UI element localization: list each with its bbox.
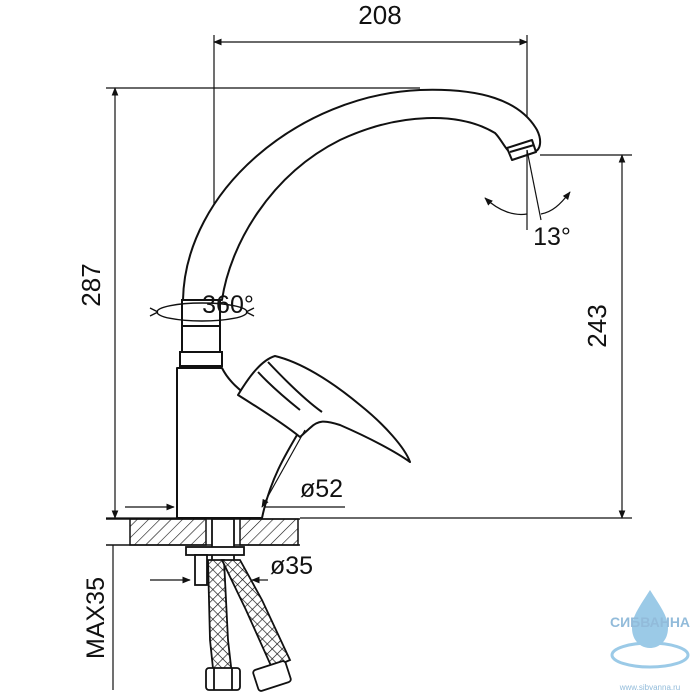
watermark-url: www.sibvanna.ru bbox=[619, 683, 680, 692]
dimension-base-diameter bbox=[125, 429, 345, 511]
swivel-collar bbox=[179, 299, 223, 367]
spout-angle-label: 13° bbox=[533, 223, 571, 251]
brand-watermark: СИБВАННА www.sibvanna.ru bbox=[610, 590, 690, 692]
lever-handle bbox=[237, 355, 411, 463]
countertop-section bbox=[106, 518, 300, 546]
hole-diameter-label: ø35 bbox=[270, 552, 313, 580]
swivel-label: 360° bbox=[202, 291, 254, 319]
hose-fittings bbox=[205, 660, 292, 692]
dimension-height-spout bbox=[300, 154, 632, 519]
base-diameter-label: ø52 bbox=[300, 475, 343, 503]
supply-hoses bbox=[207, 559, 292, 680]
water-drop-icon bbox=[632, 590, 668, 648]
watermark-brand: СИБВАННА bbox=[610, 614, 690, 630]
dimension-height-spout-label: 243 bbox=[582, 304, 612, 347]
dimension-width-top bbox=[213, 35, 528, 210]
dimension-width-label: 208 bbox=[358, 0, 401, 30]
spout bbox=[182, 88, 542, 301]
spout-angle bbox=[484, 149, 571, 230]
swivel-arc bbox=[149, 302, 255, 322]
dimension-height-total bbox=[106, 87, 420, 519]
max-thickness-label: MAX35 bbox=[82, 577, 110, 659]
dimension-height-total-label: 287 bbox=[76, 263, 106, 306]
